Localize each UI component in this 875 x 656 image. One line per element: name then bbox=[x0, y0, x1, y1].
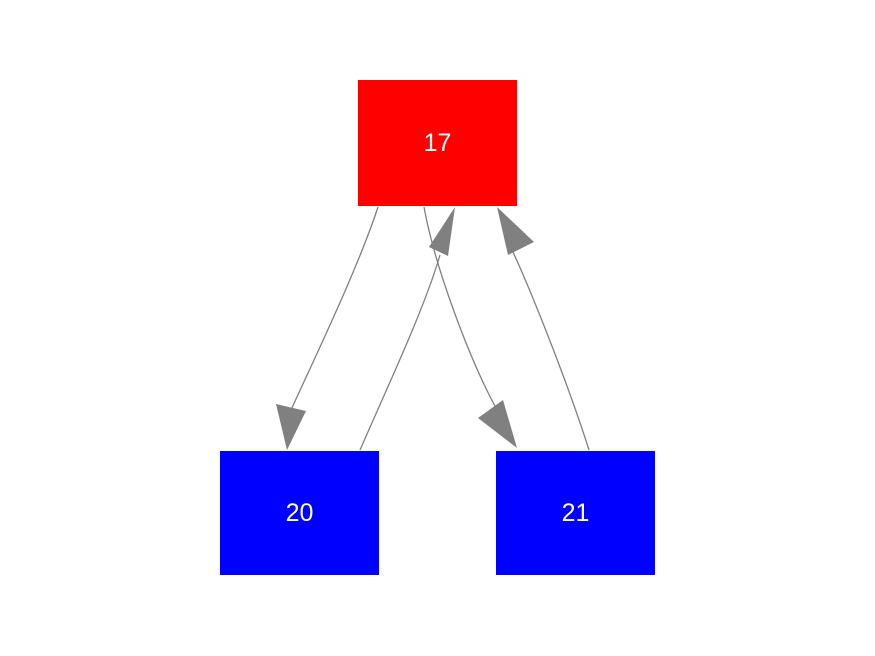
graph-node-21[interactable]: 21 bbox=[496, 451, 655, 575]
edge-17-to-20-arrowhead bbox=[276, 404, 306, 450]
graph-node-17-label: 17 bbox=[423, 128, 452, 157]
graph-node-21-label: 21 bbox=[561, 498, 590, 527]
graph-node-17[interactable]: 17 bbox=[358, 80, 517, 206]
graph-node-20[interactable]: 20 bbox=[220, 451, 379, 575]
edge-17-to-20-path bbox=[290, 206, 379, 411]
edge-20-to-17-path bbox=[359, 254, 441, 451]
edge-21-to-17 bbox=[497, 207, 590, 451]
edge-21-to-17-path bbox=[512, 251, 590, 451]
edge-17-to-21-arrowhead bbox=[478, 400, 517, 448]
edge-20-to-17-arrowhead bbox=[429, 207, 455, 256]
edge-21-to-17-arrowhead bbox=[497, 207, 534, 255]
edge-20-to-17 bbox=[359, 207, 455, 451]
graph-node-20-label: 20 bbox=[285, 498, 314, 527]
edge-17-to-21-path bbox=[423, 206, 497, 409]
edge-17-to-21 bbox=[423, 206, 517, 448]
edge-17-to-20 bbox=[276, 206, 379, 450]
